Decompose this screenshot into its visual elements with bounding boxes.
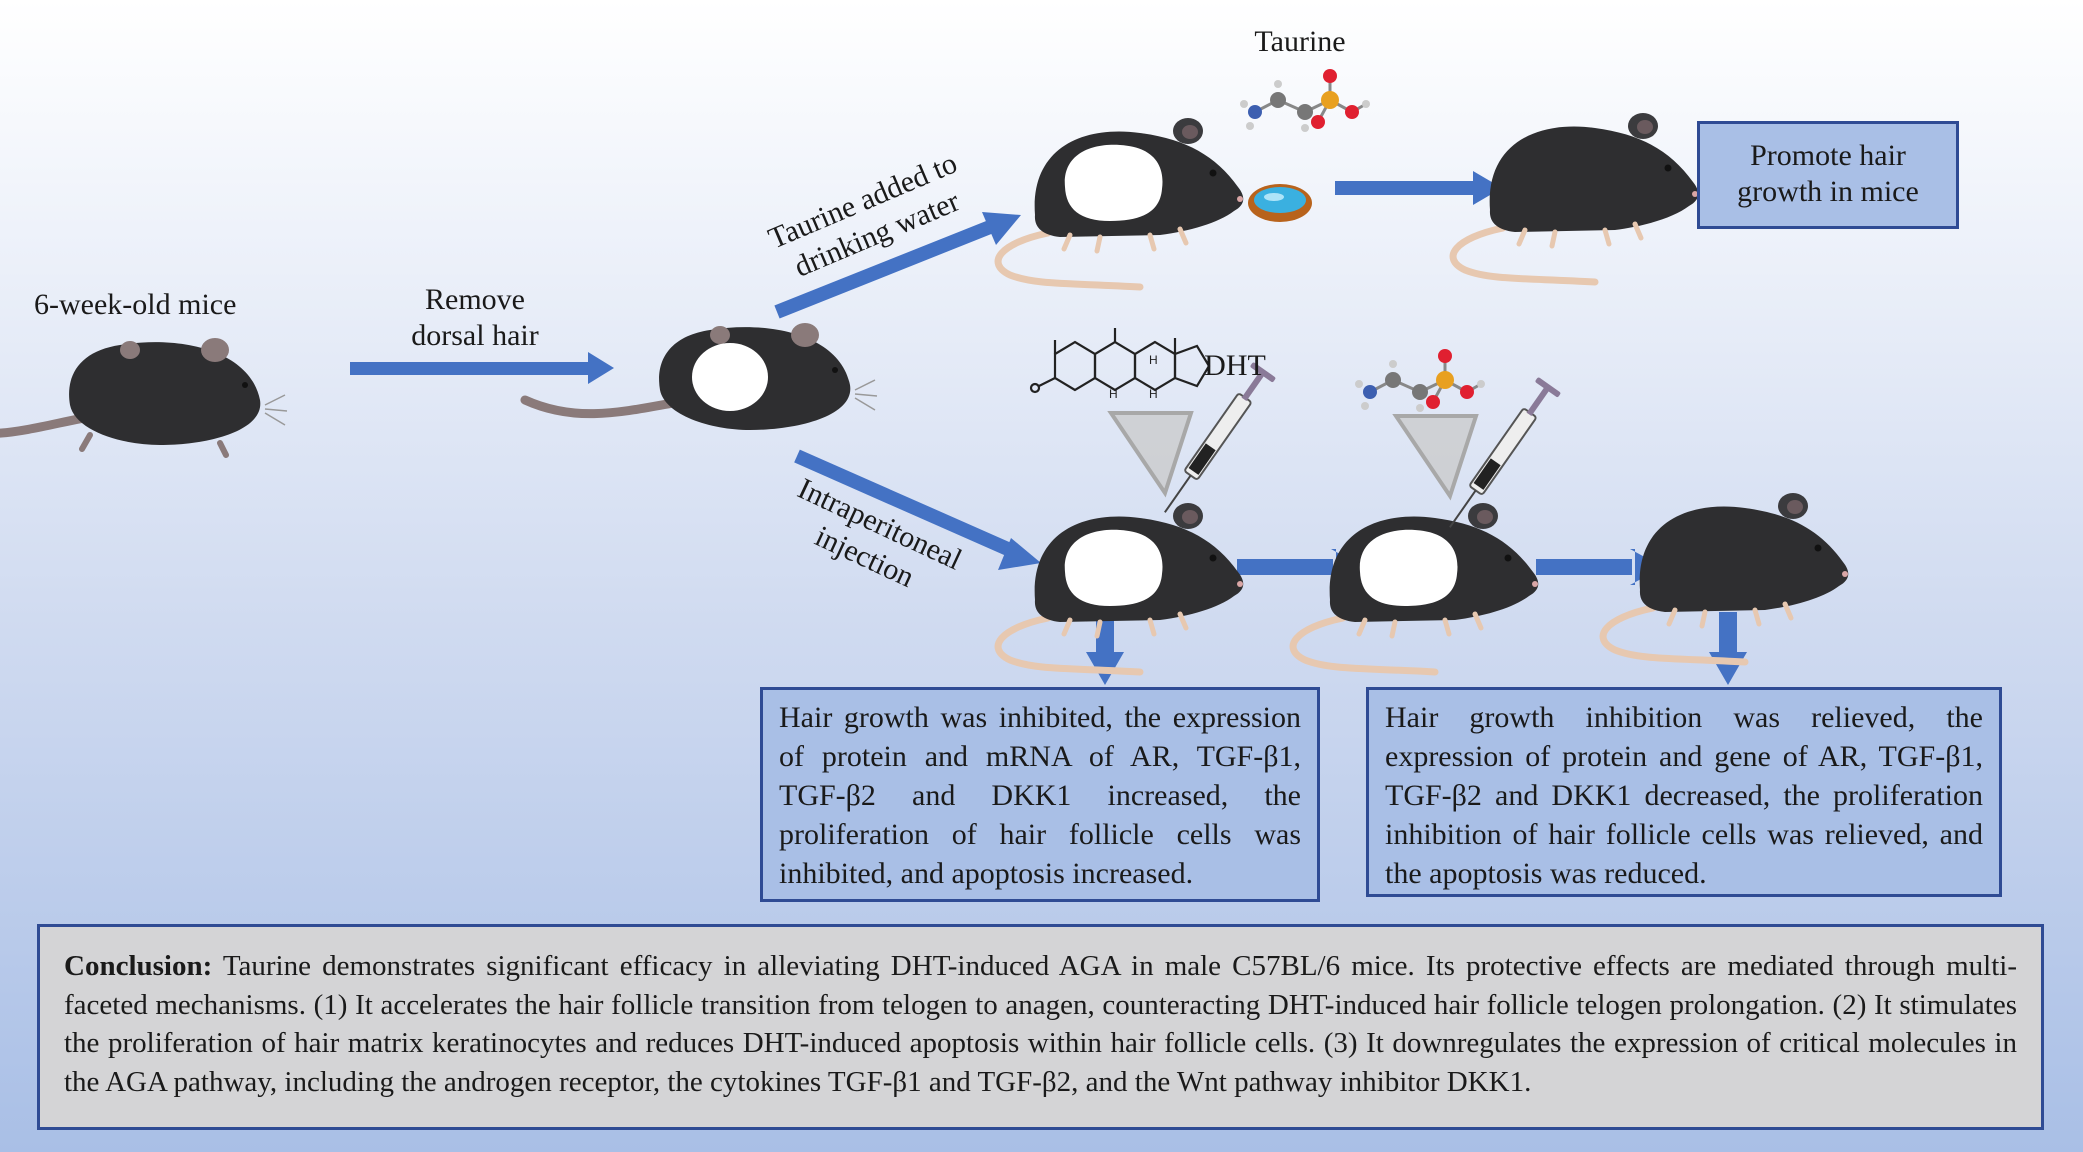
taurine-molecule-icon <box>1353 347 1487 414</box>
svg-text:H: H <box>1149 353 1158 367</box>
mouse-icon <box>0 338 288 458</box>
funnel-icon <box>1394 414 1478 498</box>
promote-line-2: growth in mice <box>1737 175 1919 208</box>
dht-label: DHT <box>1204 349 1266 382</box>
taurine-result-box: Hair growth inhibition was relieved, the… <box>1366 687 2002 897</box>
arrow-remove-hair <box>350 352 614 384</box>
mouse-icon <box>1293 503 1538 672</box>
mouse-icon <box>998 118 1243 287</box>
remove-hair-line-2: dorsal hair <box>411 319 539 352</box>
arrow-taurine-to-result <box>1335 171 1502 205</box>
start-mice-label: 6-week-old mice <box>34 288 237 321</box>
remove-hair-label: Remove dorsal hair <box>370 282 580 354</box>
dht-structure-icon: H H H <box>1029 328 1211 401</box>
mouse-icon <box>998 503 1243 672</box>
dht-result-box: Hair growth was inhibited, the expressio… <box>760 687 1320 902</box>
arrow-down-taurine-result <box>1709 612 1747 685</box>
taurine-label: Taurine <box>1254 25 1346 58</box>
svg-text:H: H <box>1149 387 1158 401</box>
promote-hair-growth-box: Promote hair growth in mice <box>1697 121 1959 229</box>
funnel-icon <box>1109 411 1193 495</box>
mouse-icon <box>520 323 878 430</box>
conclusion-text: Taurine demonstrates significant efficac… <box>64 950 2017 1098</box>
remove-hair-line-1: Remove <box>425 283 525 316</box>
svg-text:H: H <box>1109 387 1118 401</box>
arrow-to-injection-group <box>794 449 1041 570</box>
taurine-molecule-icon <box>1238 67 1372 134</box>
conclusion-heading: Conclusion: <box>64 950 213 982</box>
water-dish-icon <box>1248 184 1312 222</box>
mouse-icon <box>1453 113 1698 282</box>
conclusion-box: Conclusion: Taurine demonstrates signifi… <box>37 924 2044 1130</box>
arrow-to-taurine-group <box>774 212 1021 319</box>
promote-line-1: Promote hair <box>1750 139 1906 172</box>
